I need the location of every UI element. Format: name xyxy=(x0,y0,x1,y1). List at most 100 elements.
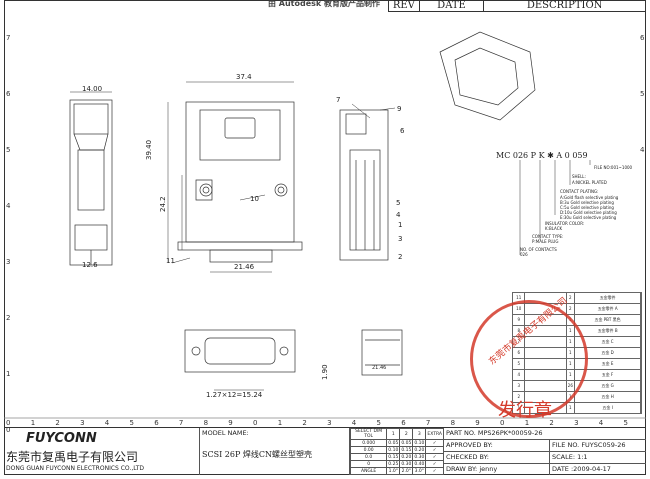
date: 2009-04-17 xyxy=(573,465,611,473)
part-code-shell-value: A:NICKEL PLATED xyxy=(572,180,607,185)
tolerance-cell: 3.0° xyxy=(412,467,427,475)
ruler-bottom-num: 5 xyxy=(623,419,628,427)
callout-7: 7 xyxy=(336,96,341,104)
callout-10: 10 xyxy=(250,195,259,203)
tolerance-cell: 0.20 xyxy=(399,453,414,461)
ruler-bottom-num: 1 xyxy=(277,419,283,427)
ruler-bottom-num: 2 xyxy=(549,419,554,427)
bom-cell: 五金 F xyxy=(575,370,641,380)
tolerance-cell: 2 xyxy=(399,428,414,440)
scale-label: SCALE: xyxy=(552,453,576,461)
callout-6: 6 xyxy=(400,127,405,135)
tolerance-cell: ✓ xyxy=(425,439,444,447)
tolerance-cell: 0.05 xyxy=(386,439,401,447)
callout-2: 2 xyxy=(398,253,403,261)
ruler-left-num: 2 xyxy=(6,314,11,322)
ruler-left-num: 3 xyxy=(6,258,11,266)
model-label: MODEL NAME: xyxy=(202,429,249,437)
tolerance-cell: 0.10 xyxy=(386,446,401,454)
ruler-left-num: 4 xyxy=(6,202,11,210)
tolerance-cell: ✓ xyxy=(425,446,444,454)
part-no-cell: PART NO. MPS26PK*00059-26 xyxy=(444,428,646,440)
tolerance-cell: 2.0° xyxy=(399,467,414,475)
bom-cell: 五金 H xyxy=(575,392,641,402)
checked-label: CHECKED BY: xyxy=(446,453,489,461)
ruler-bottom-num: 3 xyxy=(327,419,332,427)
date-col: DATE xyxy=(420,0,485,11)
part-no-label: PART NO. xyxy=(446,429,476,437)
bom-cell: 五金 G xyxy=(575,381,641,391)
part-code-insulator: INSULATOR COLOR: xyxy=(545,221,585,226)
tolerance-cell: 0.15 xyxy=(399,446,414,454)
tolerance-cell: 0.10 xyxy=(412,439,427,447)
ruler-right-num: 4 xyxy=(640,146,645,154)
company-logo: FUYCONN xyxy=(26,431,97,446)
dim-24: 24.2 xyxy=(159,196,167,212)
tolerance-cell: 0.15 xyxy=(386,453,401,461)
part-no: MPS26PK*00059-26 xyxy=(477,429,543,437)
date-cell: DATE :2009-04-17 xyxy=(550,464,646,475)
dim-37: 37.4 xyxy=(236,73,252,81)
drawing-frame xyxy=(4,0,646,475)
part-code-contacts: NO. OF CONTACTS xyxy=(520,247,557,252)
part-code-contacts-value: 026 xyxy=(520,252,528,257)
part-code-plating: CONTACT PLATING: xyxy=(560,189,599,194)
bom-cell: 五金 D xyxy=(575,348,641,358)
scale: 1:1 xyxy=(577,453,588,461)
ruler-left-num: 1 xyxy=(6,370,11,378)
tolerance-cell: ✓ xyxy=(425,467,444,475)
ruler-bottom-num: 4 xyxy=(104,419,110,427)
tolerance-cell: 3 xyxy=(412,428,427,440)
bom-cell: 11 xyxy=(513,293,526,303)
bom-cell xyxy=(525,304,567,314)
dim-12: 12.6 xyxy=(82,261,98,269)
watermark: 由 Autodesk 教育版产品制作 xyxy=(268,0,381,8)
bom-cell: 五金零件 A xyxy=(575,304,641,314)
ruler-bottom-num: 1 xyxy=(30,419,36,427)
ruler-bottom-num: 2 xyxy=(55,419,60,427)
tolerance-cell: EXTRA xyxy=(425,428,444,440)
tolerance-cell: 0.00 xyxy=(349,446,388,454)
dim-14: 14.00 xyxy=(82,85,103,93)
scale-cell: SCALE: 1:1 xyxy=(550,452,646,464)
ruler-left-num: 7 xyxy=(6,34,11,42)
part-code-shell: SHELL: xyxy=(572,174,586,179)
part-code-file-no: FILE NO:001~1000 xyxy=(594,165,633,170)
ruler-bottom-num: 8 xyxy=(203,419,209,427)
ruler-bottom-num: 1 xyxy=(524,419,530,427)
bom-cell: 2 xyxy=(567,293,576,303)
tolerance-cell: 1.0° xyxy=(386,467,401,475)
callout-9: 9 xyxy=(397,105,402,113)
tolerance-cell: 0.30 xyxy=(412,453,427,461)
part-code-insulator-value: K:BLACK xyxy=(545,226,563,231)
ruler-left-num: 5 xyxy=(6,146,11,154)
bom-cell: 五金零件 xyxy=(575,293,641,303)
part-code-plating-1: A:Gold flash selective plating xyxy=(560,195,619,200)
ruler-bottom-num: 6 xyxy=(154,419,159,427)
revision-header: REV DATE DESCRIPTION xyxy=(388,0,646,12)
model-name: SCSI 26P 焊线CN螺丝型塑壳 xyxy=(202,450,313,459)
tolerance-cell: 0.40 xyxy=(412,460,427,468)
callout-4: 4 xyxy=(396,211,401,219)
approved-cell: APPROVED BY: xyxy=(444,440,550,452)
tolerance-cell: ANGLE xyxy=(349,467,388,475)
tolerance-cell: 1 xyxy=(386,428,401,440)
ruler-bottom-num: 9 xyxy=(228,419,233,427)
bom-cell xyxy=(525,403,567,413)
callout-11: 11 xyxy=(166,257,175,265)
part-code: MC 026 P K ✱ A 0 059 xyxy=(496,151,588,160)
ruler-right-num: 5 xyxy=(640,90,645,98)
ruler-bottom-num: 9 xyxy=(475,419,480,427)
rev-col: REV xyxy=(389,0,420,11)
ruler-right-num: 6 xyxy=(640,34,645,42)
tolerance-cell: 0.05 xyxy=(399,439,414,447)
ruler-bottom-num: 2 xyxy=(302,419,307,427)
bom-cell: 五金 C xyxy=(575,337,641,347)
tolerance-cell: SELECT DIM TOL xyxy=(349,428,388,440)
ruler-bottom-num: 5 xyxy=(376,419,381,427)
checked-cell: CHECKED BY: xyxy=(444,452,550,464)
bom-cell: 五金 E xyxy=(575,359,641,369)
